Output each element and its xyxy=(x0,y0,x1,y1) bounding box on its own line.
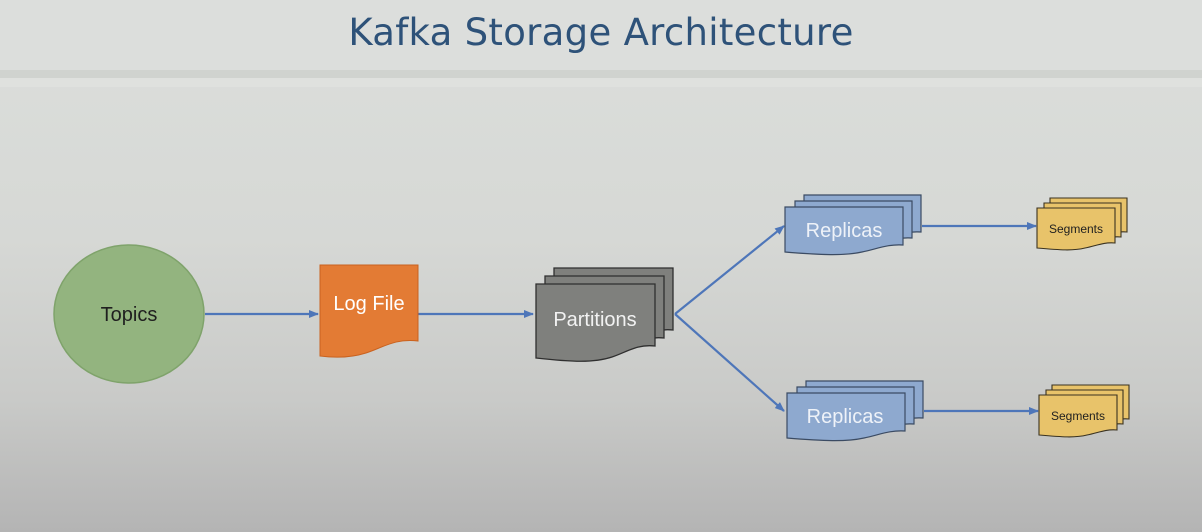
segments-top-label: Segments xyxy=(1049,222,1103,236)
header-divider-light xyxy=(0,78,1202,87)
partitions-label: Partitions xyxy=(553,309,636,331)
replicas-top-node: Replicas xyxy=(784,194,922,256)
topics-node: Topics xyxy=(53,244,205,384)
page-title: Kafka Storage Architecture xyxy=(348,10,854,54)
replicas-bottom-node: Replicas xyxy=(786,380,924,442)
log-file-label: Log File xyxy=(333,293,404,315)
segments-top-node: Segments xyxy=(1036,197,1128,251)
title-bar: Kafka Storage Architecture xyxy=(0,0,1202,70)
segments-bottom-label: Segments xyxy=(1051,409,1105,423)
arrow-partitions-to-replicas-top xyxy=(674,225,785,315)
connectors xyxy=(205,222,1039,415)
topics-label: Topics xyxy=(101,304,158,326)
replicas-top-label: Replicas xyxy=(806,220,883,242)
arrow-partitions-to-replicas-bottom xyxy=(674,313,785,412)
partitions-node: Partitions xyxy=(535,267,674,362)
log-file-node: Log File xyxy=(319,264,419,358)
replicas-bottom-label: Replicas xyxy=(807,406,884,428)
header-divider xyxy=(0,70,1202,78)
segments-bottom-node: Segments xyxy=(1038,384,1130,438)
